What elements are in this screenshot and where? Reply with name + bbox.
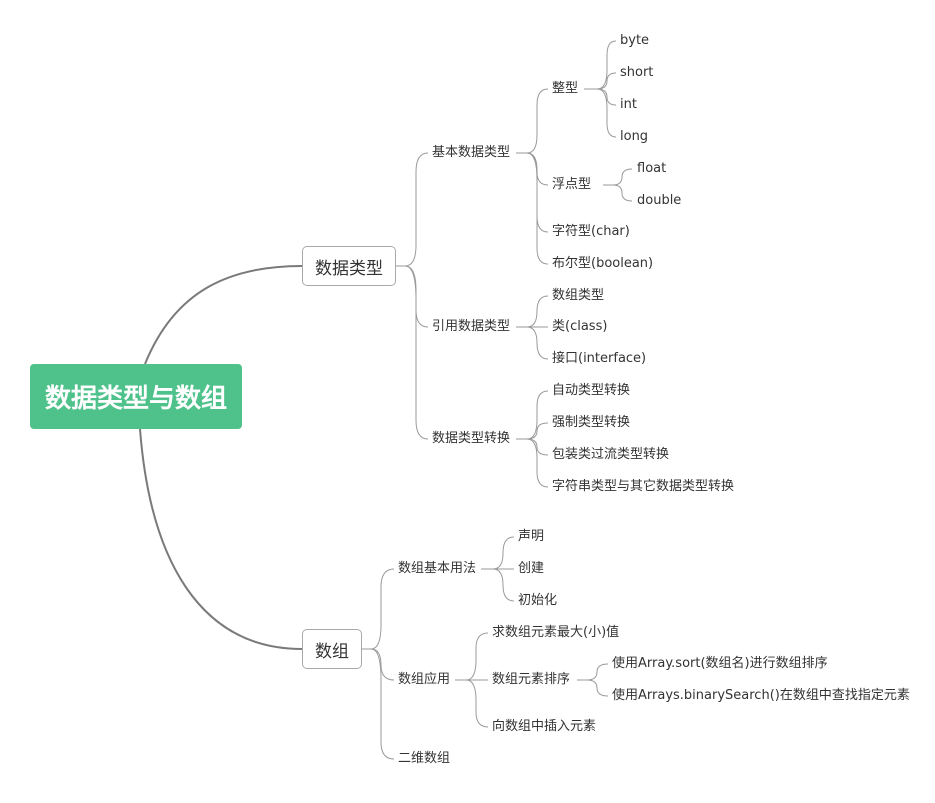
node-max-min[interactable]: 求数组元素最大(小)值 <box>492 625 620 640</box>
node-int[interactable]: int <box>620 97 637 112</box>
node-wrapper-conversion[interactable]: 包装类过流类型转换 <box>552 447 670 462</box>
node-short[interactable]: short <box>620 65 654 80</box>
node-declare[interactable]: 声明 <box>518 529 545 544</box>
node-class[interactable]: 类(class) <box>552 319 608 334</box>
topic-arrays[interactable]: 数组 <box>302 629 362 669</box>
node-long[interactable]: long <box>620 129 649 144</box>
node-binary-search[interactable]: 使用Arrays.binarySearch()在数组中查找指定元素 <box>612 688 910 703</box>
node-2d-array[interactable]: 二维数组 <box>398 751 451 766</box>
node-interface[interactable]: 接口(interface) <box>552 351 647 366</box>
node-create[interactable]: 创建 <box>518 561 545 576</box>
node-array-sort[interactable]: 数组元素排序 <box>492 672 571 687</box>
topic-data-types[interactable]: 数据类型 <box>302 246 396 286</box>
node-floating-point[interactable]: 浮点型 <box>552 177 592 192</box>
node-initialize[interactable]: 初始化 <box>518 593 558 608</box>
node-array-application[interactable]: 数组应用 <box>398 672 451 687</box>
node-string-conversion[interactable]: 字符串类型与其它数据类型转换 <box>552 479 735 494</box>
node-char[interactable]: 字符型(char) <box>552 224 630 239</box>
node-double[interactable]: double <box>637 193 682 208</box>
node-insert-element[interactable]: 向数组中插入元素 <box>492 719 597 734</box>
root-topic[interactable]: 数据类型与数组 <box>30 364 242 429</box>
node-float[interactable]: float <box>637 161 667 176</box>
node-array-type[interactable]: 数组类型 <box>552 288 605 303</box>
node-type-conversion[interactable]: 数据类型转换 <box>432 431 511 446</box>
node-integer[interactable]: 整型 <box>552 81 579 96</box>
node-boolean[interactable]: 布尔型(boolean) <box>552 256 654 271</box>
node-byte[interactable]: byte <box>620 33 650 48</box>
node-auto-conversion[interactable]: 自动类型转换 <box>552 383 631 398</box>
node-sort-method[interactable]: 使用Array.sort(数组名)进行数组排序 <box>612 656 828 671</box>
node-forced-conversion[interactable]: 强制类型转换 <box>552 415 631 430</box>
node-array-basic-usage[interactable]: 数组基本用法 <box>398 561 477 576</box>
node-reference-types[interactable]: 引用数据类型 <box>432 319 511 334</box>
node-basic-types[interactable]: 基本数据类型 <box>432 145 511 160</box>
